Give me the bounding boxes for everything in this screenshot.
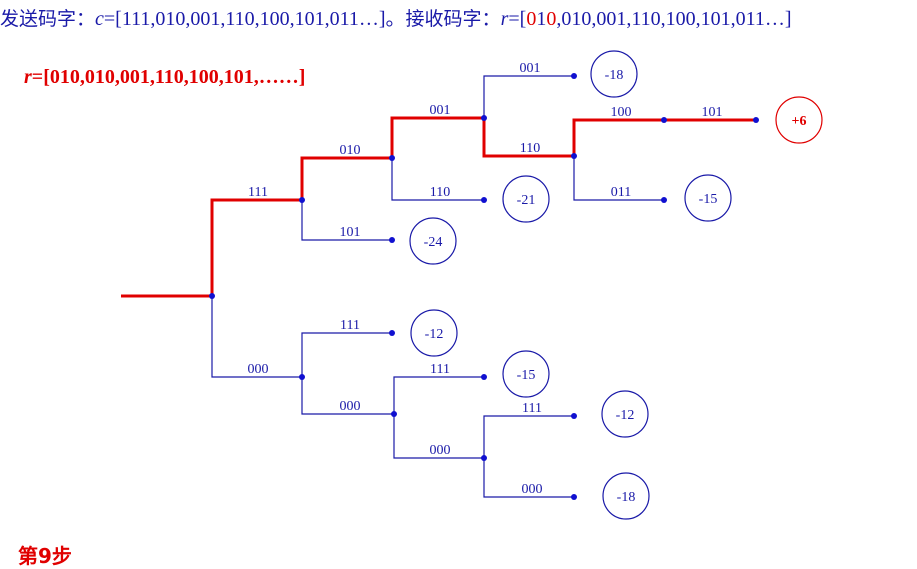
branch-label: 101 [702, 105, 723, 120]
branch-001-to-18 [483, 75, 574, 118]
node-dot [389, 330, 395, 336]
branch-111-to-12 [301, 332, 392, 377]
metric-circle [502, 175, 550, 223]
codeword-header: 发送码字：c=[111,010,001,110,100,101,011…]。接收… [0, 2, 917, 32]
branch-label: 001 [520, 61, 541, 76]
received-value: =[010,010,001,110,100,101,……] [31, 66, 306, 88]
metric-circle [502, 350, 550, 398]
node-dot [209, 293, 215, 299]
branch-label: 000 [522, 482, 543, 497]
node-dot [391, 411, 397, 417]
node-dot [661, 197, 667, 203]
branch-011-to-15 [573, 156, 664, 201]
metric-circle [590, 50, 638, 98]
branch-label: 110 [520, 141, 540, 156]
branch-label: 111 [430, 362, 450, 377]
metric-circle [410, 309, 458, 357]
branch-label: 110 [430, 185, 450, 200]
node-dot [481, 115, 487, 121]
metric-circle [602, 472, 650, 520]
metric-value: -12 [616, 408, 635, 423]
branch-label: 000 [340, 399, 361, 414]
node-dot [571, 494, 577, 500]
branch-label: 000 [430, 443, 451, 458]
node-dot [571, 153, 577, 159]
node-dot [571, 73, 577, 79]
node-dot [753, 117, 759, 123]
metric-value: -21 [517, 193, 536, 208]
metric-circle [684, 174, 732, 222]
step-label: 第9步 [18, 544, 72, 568]
node-dot [299, 197, 305, 203]
branch-000-to-18 [483, 458, 574, 498]
metric-value: +6 [792, 114, 807, 129]
node-dot [571, 413, 577, 419]
node-dot [481, 374, 487, 380]
node-dot [661, 117, 667, 123]
recv-rest: ,010,001,110,100,101,011…] [556, 8, 792, 30]
node-dot [481, 455, 487, 461]
branch-101-to-24 [301, 200, 392, 241]
received-var: r [24, 66, 32, 88]
metric-circle [601, 390, 649, 438]
tree-nodes [209, 73, 759, 500]
metric-circle [775, 96, 823, 144]
node-dot [299, 374, 305, 380]
recv-label: 接收码字： [405, 8, 501, 30]
send-var: c [95, 8, 104, 30]
branch-110-to-21 [391, 158, 484, 201]
tree-branches [211, 75, 664, 498]
branch-label: 101 [340, 225, 361, 240]
branch-111-to-12b [483, 415, 574, 458]
recv-error-bit-2: 0 [546, 8, 557, 30]
branch-label: 100 [611, 105, 632, 120]
metric-value: -18 [617, 490, 636, 505]
branch-000-lower [301, 377, 394, 415]
metric-circles [409, 50, 823, 520]
branch-label: 011 [611, 185, 631, 200]
branch-000-deeper [393, 414, 484, 459]
node-dot [389, 155, 395, 161]
branch-label: 111 [248, 185, 268, 200]
send-label: 发送码字： [0, 8, 96, 30]
branch-label: 111 [522, 401, 542, 416]
branch-label: 001 [430, 103, 451, 118]
branch-label: 010 [340, 143, 361, 158]
recv-var: r [500, 8, 509, 30]
branch-111-to-15 [393, 376, 484, 414]
metric-values: -24 -21 -18 -15 +6 -12 -15 -12 -18 [424, 68, 807, 505]
received-path-label: r=[010,010,001,110,100,101,……] [24, 66, 305, 89]
node-dot [481, 197, 487, 203]
metric-value: -15 [699, 192, 718, 207]
survivor-path [121, 116, 756, 298]
send-value: =[111,010,001,110,100,101,011…]。 [103, 8, 406, 30]
metric-value: -15 [517, 368, 536, 383]
recv-open: =[ [508, 8, 527, 30]
metric-value: -24 [424, 235, 443, 250]
recv-error-bit-1: 0 [526, 8, 537, 30]
branch-label: 111 [340, 318, 360, 333]
branch-root-lower [211, 296, 302, 378]
branch-label: 000 [248, 362, 269, 377]
branch-labels: 111 000 010 101 111 000 001 110 111 000 … [248, 61, 723, 497]
metric-circle [409, 217, 457, 265]
recv-mid-bit: 1 [536, 8, 547, 30]
metric-value: -18 [605, 68, 624, 83]
metric-value: -12 [425, 327, 444, 342]
node-dot [389, 237, 395, 243]
